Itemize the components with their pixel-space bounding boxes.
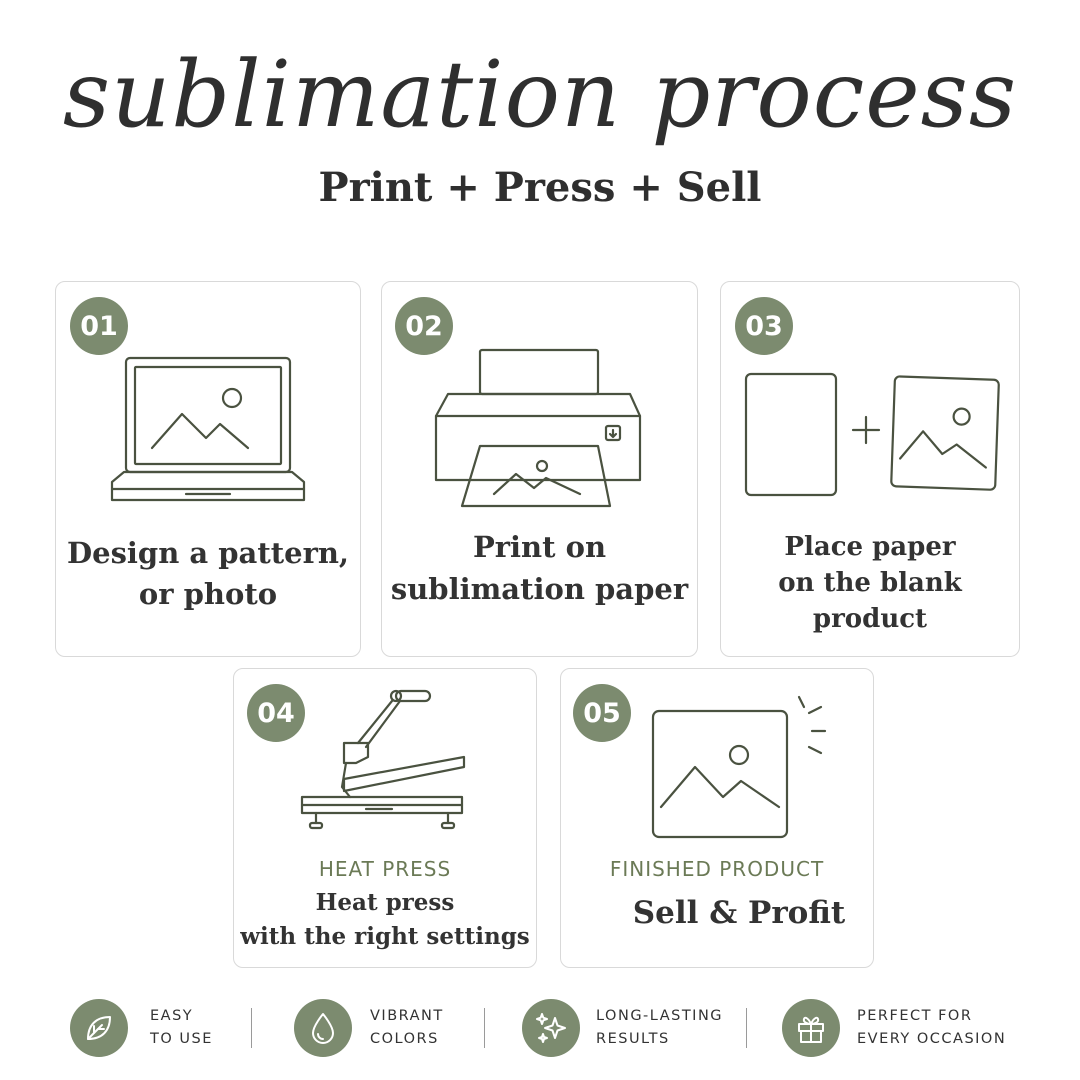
feature-long-line1: LONG-LASTING — [596, 1008, 724, 1024]
step-card-02: 02 Print on sublimation paper — [381, 281, 698, 657]
step-card-05: 05 FINISHED PRODUCT Sell & Profit — [560, 668, 874, 968]
step-02-line1: Print on — [472, 530, 607, 564]
step-badge-04: 04 — [247, 684, 305, 742]
step-03-line3: product — [812, 604, 928, 634]
feature-perfect-line2: EVERY OCCASION — [857, 1031, 1007, 1047]
feature-long-line2: RESULTS — [596, 1031, 670, 1047]
feature-vibrant-colors: VIBRANT COLORS — [294, 998, 444, 1058]
paper-plus-product-icon — [744, 372, 1000, 497]
step-card-01: 01 Design a pattern, or photo — [55, 281, 361, 657]
finished-image-icon — [651, 695, 827, 839]
feature-perfect-line1: PERFECT FOR — [857, 1008, 973, 1024]
step-badge-05: 05 — [573, 684, 631, 742]
step-05-line1: Sell & Profit — [632, 895, 846, 931]
feature-divider — [746, 1008, 747, 1048]
leaf-icon — [70, 999, 128, 1057]
step-02-line2: sublimation paper — [390, 572, 689, 606]
feature-easy-line2: TO USE — [150, 1031, 213, 1047]
heat-press-icon — [300, 689, 466, 830]
page-subtitle: Print + Press + Sell — [318, 164, 762, 211]
drop-icon — [294, 999, 352, 1057]
feature-long-lasting: LONG-LASTING RESULTS — [522, 998, 723, 1058]
step-03-line1: Place paper — [784, 532, 956, 562]
step-04-line1: Heat press — [315, 889, 455, 916]
feature-easy-line1: EASY — [150, 1008, 194, 1024]
feature-divider — [251, 1008, 252, 1048]
step-badge-02: 02 — [395, 297, 453, 355]
gift-icon — [782, 999, 840, 1057]
step-04-line2: with the right settings — [240, 923, 530, 950]
feature-vibrant-line2: COLORS — [370, 1031, 439, 1047]
feature-vibrant-line1: VIBRANT — [370, 1008, 444, 1024]
step-badge-03: 03 — [735, 297, 793, 355]
step-card-04: 04 HEAT PRESS Heat press with the right … — [233, 668, 537, 968]
step-01-line1: Design a pattern, — [66, 536, 350, 570]
feature-easy-to-use: EASY TO USE — [70, 998, 213, 1058]
laptop-icon — [110, 356, 306, 502]
sparkles-icon — [522, 999, 580, 1057]
feature-divider — [484, 1008, 485, 1048]
step-04-eyebrow: HEAT PRESS — [318, 857, 452, 881]
step-badge-01: 01 — [70, 297, 128, 355]
printer-icon — [434, 348, 642, 508]
step-card-03: 03 Place paper on the blank product — [720, 281, 1020, 657]
step-05-eyebrow: FINISHED PRODUCT — [609, 857, 825, 881]
step-03-line2: on the blank — [778, 568, 962, 598]
page-title: sublimation process — [62, 41, 1018, 148]
feature-perfect-occasion: PERFECT FOR EVERY OCCASION — [782, 998, 1006, 1058]
step-01-line2: or photo — [138, 577, 278, 611]
